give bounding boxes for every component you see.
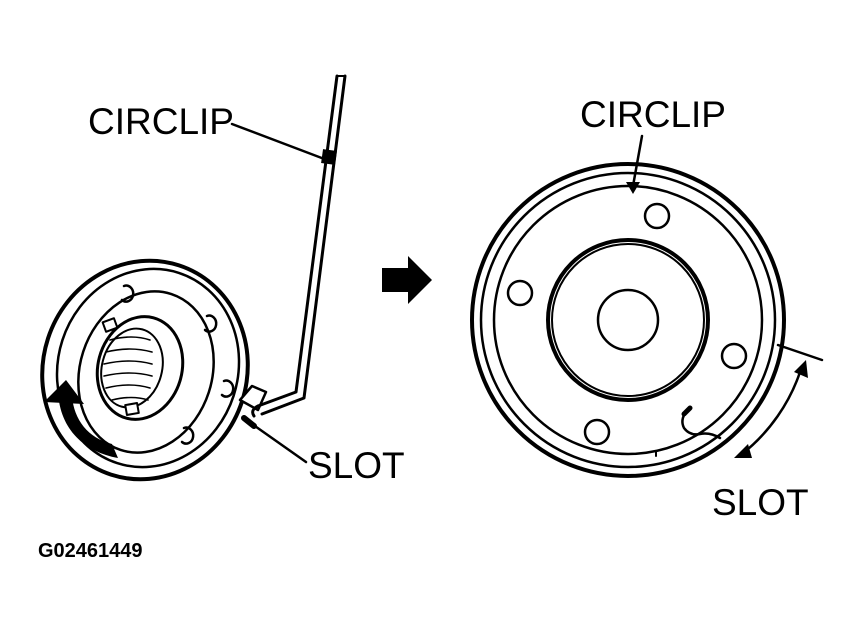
left-hole-3 — [220, 379, 235, 398]
leader-circlip-right — [631, 134, 644, 188]
left-plate-inner-rim — [55, 267, 241, 469]
right-hole-right — [720, 342, 748, 370]
left-hub-outer — [95, 315, 185, 421]
left-hub-tab-top — [101, 317, 119, 333]
slot-label-left: SLOT — [308, 445, 405, 486]
right-circlip-end — [681, 410, 722, 440]
left-leaders — [230, 122, 329, 464]
right-hole-bottom — [583, 418, 611, 446]
figure-id: G02461449 — [38, 540, 143, 562]
left-hole-1 — [120, 284, 135, 303]
left-plate-outer-rim — [40, 258, 250, 482]
left-clutch-plate — [40, 258, 268, 482]
right-plate-rim-2 — [479, 171, 777, 469]
circlip-tool-left — [251, 74, 347, 418]
left-hub-threads — [103, 336, 153, 401]
circlip-label-left: CIRCLIP — [88, 101, 234, 142]
curved-arrow-icon — [44, 380, 118, 458]
right-center-bore — [596, 288, 660, 352]
slot-label-right: SLOT — [712, 482, 809, 523]
right-plate-outer-rim — [470, 162, 786, 478]
right-circlip-ring — [492, 184, 764, 456]
right-hub-outer — [546, 238, 710, 402]
right-hole-left — [506, 279, 534, 307]
right-clutch-plate — [470, 162, 786, 478]
circlip-label-right: CIRCLIP — [580, 94, 726, 135]
right-hole-top — [643, 202, 671, 230]
left-hole-4 — [180, 426, 195, 445]
left-hub-tab-bottom — [124, 402, 140, 416]
right-leaders — [631, 134, 824, 456]
left-circlip-groove — [77, 290, 215, 454]
span-arrowhead-bottom — [734, 444, 752, 458]
leader-slot-left — [250, 422, 308, 464]
leader-arrowhead-circlip — [626, 182, 640, 194]
left-hub-inner — [100, 327, 164, 409]
left-hole-2 — [203, 314, 218, 333]
leader-circlip-left — [230, 122, 329, 162]
right-hub-inner — [551, 243, 705, 397]
right-arrow-icon — [382, 256, 432, 304]
leader-slot-right-tick — [776, 343, 824, 362]
span-arrowhead-top — [794, 360, 808, 378]
rotation-span-arc — [740, 370, 802, 456]
